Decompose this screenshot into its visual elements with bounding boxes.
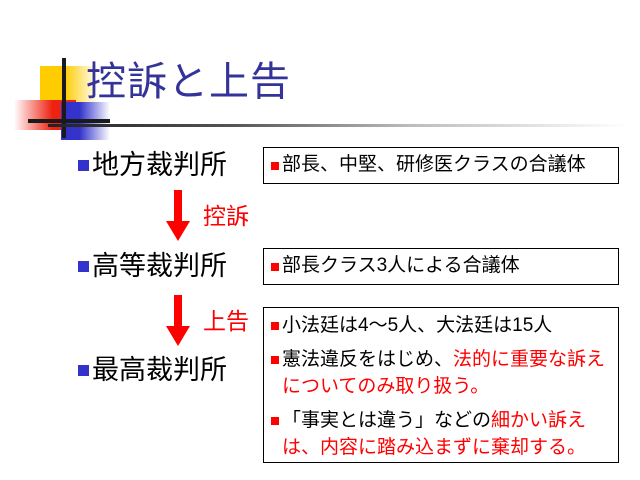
info-line: 部長、中堅、研修医クラスの合議体 [271, 152, 612, 178]
yellow-square-icon [40, 66, 98, 104]
court-level-label: 地方裁判所 [92, 150, 227, 180]
title-decoration [14, 58, 110, 140]
blue-bullet-icon [78, 159, 89, 171]
info-line: 小法廷は4〜5人、大法廷は15人 [271, 312, 612, 339]
red-bullet-icon [271, 322, 279, 330]
info-text: 「事実とは違う」などの細かい訴えは、内容に踏み込まずに棄却する。 [282, 410, 587, 458]
court-level-supreme: 最高裁判所 [78, 354, 227, 386]
info-line: 部長クラス3人による合議体 [271, 253, 612, 279]
info-text: 部長クラス3人による合議体 [282, 255, 520, 276]
info-text: 小法廷は4〜5人、大法廷は15人 [282, 315, 553, 336]
red-bullet-icon [271, 356, 279, 364]
appeal-arrow-jokoku: 上告 [163, 295, 249, 347]
decoration-horizontal-line [28, 119, 110, 123]
arrow-down-icon [166, 190, 190, 241]
info-text: 部長、中堅、研修医クラスの合議体 [282, 154, 586, 175]
decoration-vertical-line [62, 58, 66, 138]
info-box-supreme: 小法廷は4〜5人、大法廷は15人 憲法違反をはじめ、法的に重要な訴えについてのみ… [263, 307, 619, 463]
info-line: 「事実とは違う」などの細かい訴えは、内容に踏み込まずに棄却する。 [271, 407, 612, 461]
info-box-high: 部長クラス3人による合議体 [263, 248, 619, 285]
court-level-district: 地方裁判所 [78, 149, 227, 181]
info-text: 憲法違反をはじめ、法的に重要な訴えについてのみ取り扱う。 [282, 349, 606, 397]
court-level-high: 高等裁判所 [78, 250, 227, 282]
title-underline-rule [48, 124, 628, 127]
court-level-label: 高等裁判所 [92, 251, 227, 281]
arrow-label: 上告 [203, 308, 249, 334]
blue-bullet-icon [78, 260, 89, 272]
appeal-arrow-koso: 控訴 [163, 190, 249, 242]
info-line: 憲法違反をはじめ、法的に重要な訴えについてのみ取り扱う。 [271, 346, 612, 400]
red-bullet-icon [271, 263, 279, 271]
arrow-down-icon [166, 295, 190, 346]
red-bullet-icon [271, 162, 279, 170]
page-title: 控訴と上告 [86, 60, 291, 104]
red-bullet-icon [271, 417, 279, 425]
blue-bullet-icon [78, 364, 89, 376]
info-box-district: 部長、中堅、研修医クラスの合議体 [263, 147, 619, 184]
arrow-label: 控訴 [203, 203, 249, 229]
court-level-label: 最高裁判所 [92, 355, 227, 385]
